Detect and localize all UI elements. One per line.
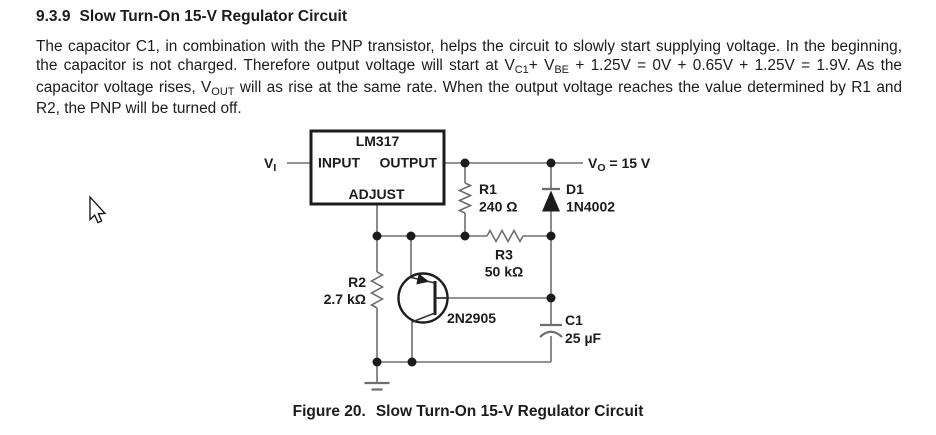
mouse-cursor-icon [89,195,107,224]
vin-label: VI [264,155,276,174]
c1-label: C1 [565,312,583,328]
transistor-collector-line [411,312,436,323]
emitter-arrow-icon [416,273,430,285]
diode-triangle [542,190,560,212]
q1-transistor [397,272,449,324]
r2-value: 2.7 kΩ [324,291,366,307]
section-title: Slow Turn-On 15-V Regulator Circuit [79,8,348,25]
d1-value: 1N4002 [566,199,615,215]
lm317-label: LM317 [356,133,400,149]
figure-title: Slow Turn-On 15-V Regulator Circuit [375,403,644,420]
d1-label: D1 [566,181,584,197]
pin-input-label: INPUT [318,155,360,171]
r1-label: R1 [479,181,497,197]
r2-label: R2 [348,274,366,290]
c1-value: 25 µF [565,330,602,346]
vin-subscript: I [273,162,276,174]
paragraph-text: + V [528,57,555,75]
r3-resistor [486,228,524,244]
vin-symbol: V [264,155,274,171]
capacitor-curved-plate [539,330,563,338]
ground-icon [364,381,390,391]
body-paragraph: The capacitor C1, in combination with th… [36,37,902,119]
r3-label: R3 [495,247,513,263]
subscript-be: BE [554,64,570,77]
figure-number: Figure 20. [292,403,366,420]
pin-output-label: OUTPUT [379,155,437,171]
circuit-wires [287,162,583,382]
paragraph-text: The capacitor C1, in combination with th… [36,38,902,75]
r1-value: 240 Ω [479,199,517,215]
paragraph-text: + 1.25V = 0V + 0.65V + 1.25V = 1.9V. As … [36,57,902,96]
vout-subscript: O [597,162,605,174]
vout-value: = 15 V [606,155,651,171]
section-number: 9.3.9 [36,8,71,25]
r2-resistor [369,271,385,309]
junction-dots [372,158,556,367]
d1-diode [542,187,560,212]
r1-resistor [457,182,473,214]
r3-value: 50 kΩ [485,264,523,280]
paragraph-text: will as rise at the same rate. When the … [36,78,902,118]
lm317-body [309,129,446,206]
subscript-c1: C1 [514,64,529,77]
vout-label: VO = 15 V [588,155,651,174]
figure-caption: Figure 20. Slow Turn-On 15-V Regulator Ci… [0,403,936,421]
vout-symbol: V [588,155,598,171]
c1-capacitor [539,323,563,338]
section-heading: 9.3.9 Slow Turn-On 15-V Regulator Circuit [36,7,347,27]
q1-label: 2N2905 [447,310,496,326]
subscript-out: OUT [211,85,235,98]
pin-adjust-label: ADJUST [348,186,404,202]
